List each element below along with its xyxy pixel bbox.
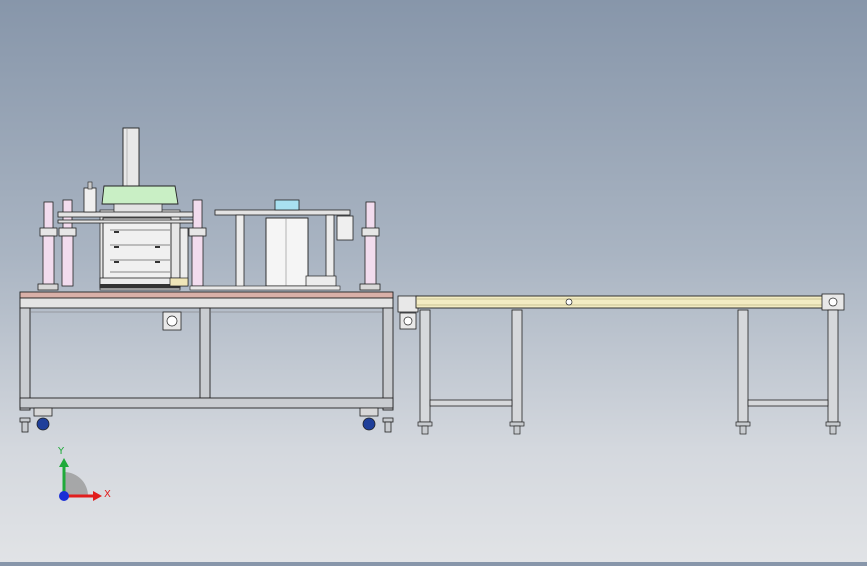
sensor-unit xyxy=(274,199,300,211)
conveyor-drive-left xyxy=(397,295,419,313)
table-top xyxy=(19,291,394,299)
triad-x-label: X xyxy=(104,489,111,500)
guide-pillars xyxy=(37,199,381,291)
mold-box xyxy=(102,217,172,285)
press-head-block xyxy=(101,185,179,205)
conveyor xyxy=(397,293,845,435)
machine-frame xyxy=(19,307,394,411)
pneumatic-cylinder xyxy=(83,187,97,213)
conveyor-belt xyxy=(415,295,825,309)
valve xyxy=(336,215,354,241)
feeder-block xyxy=(265,217,309,287)
press-column xyxy=(122,127,140,187)
conveyor-legs xyxy=(419,309,839,423)
processing-machine xyxy=(19,127,394,433)
triad-y-label: Y xyxy=(57,446,65,457)
casters xyxy=(19,407,394,433)
coordinate-triad: X Y xyxy=(57,446,111,501)
triad-z-axis xyxy=(59,491,69,501)
triad-rotation-arc xyxy=(64,472,88,496)
